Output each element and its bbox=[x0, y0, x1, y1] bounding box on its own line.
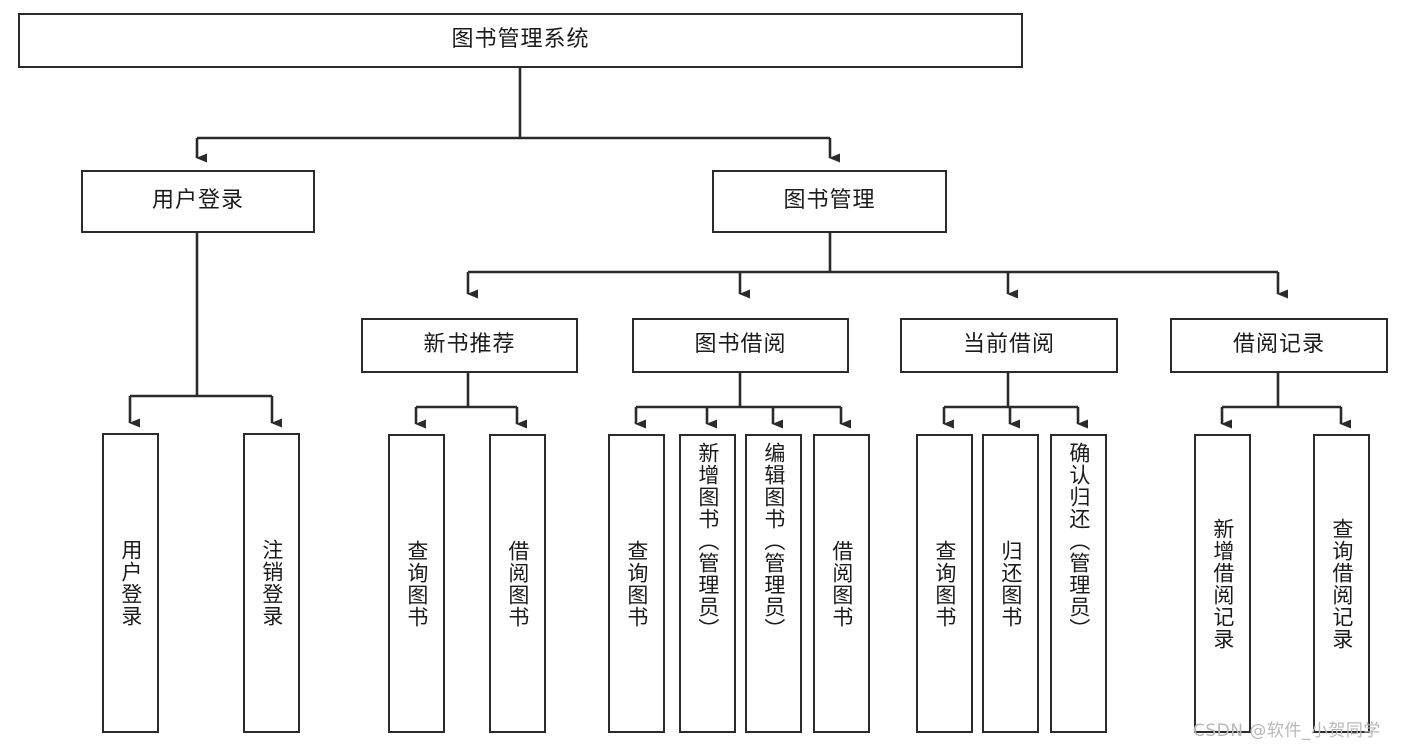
node-borrow-record[interactable]: 借阅记录 bbox=[1170, 318, 1388, 373]
leaf-borrow-edit-book-admin[interactable]: 编辑图书（管理员） bbox=[745, 434, 802, 733]
node-root-book-management-system[interactable]: 图书管理系统 bbox=[18, 13, 1023, 68]
node-user-login[interactable]: 用户登录 bbox=[81, 170, 315, 233]
leaf-current-query-books[interactable]: 查询图书 bbox=[916, 434, 973, 733]
leaf-current-return-books[interactable]: 归还图书 bbox=[982, 434, 1039, 733]
leaf-borrow-query-books[interactable]: 查询图书 bbox=[608, 434, 665, 733]
node-label: 借阅记录 bbox=[1232, 332, 1325, 358]
leaf-record-query-borrow-record[interactable]: 查询借阅记录 bbox=[1313, 434, 1370, 733]
node-label: 确认归还（管理员） bbox=[1066, 442, 1091, 640]
node-label: 查询图书 bbox=[404, 539, 429, 628]
node-label: 借阅图书 bbox=[829, 539, 854, 628]
leaf-user-login-login[interactable]: 用户登录 bbox=[102, 433, 159, 733]
node-label: 图书借阅 bbox=[694, 332, 787, 358]
node-new-book-recommend[interactable]: 新书推荐 bbox=[361, 318, 578, 373]
node-label: 归还图书 bbox=[998, 539, 1023, 628]
node-label: 图书管理 bbox=[783, 188, 876, 214]
node-label: 新书推荐 bbox=[423, 332, 516, 358]
node-label: 查询图书 bbox=[932, 539, 957, 628]
leaf-borrow-add-book-admin[interactable]: 新增图书（管理员） bbox=[679, 434, 736, 733]
node-label: 新增借阅记录 bbox=[1210, 517, 1235, 650]
node-book-borrow[interactable]: 图书借阅 bbox=[632, 318, 849, 373]
node-label: 用户登录 bbox=[151, 188, 244, 214]
node-label: 查询借阅记录 bbox=[1329, 517, 1354, 650]
csdn-watermark: CSDN @软件_小贺同学 bbox=[1193, 721, 1381, 741]
node-current-borrow[interactable]: 当前借阅 bbox=[900, 318, 1118, 373]
node-label: 用户登录 bbox=[118, 539, 143, 627]
node-label: 查询图书 bbox=[624, 539, 649, 628]
leaf-current-confirm-return-admin[interactable]: 确认归还（管理员） bbox=[1050, 434, 1107, 733]
leaf-new-book-query-books[interactable]: 查询图书 bbox=[388, 434, 445, 733]
leaf-new-book-borrow-books[interactable]: 借阅图书 bbox=[489, 434, 546, 733]
leaf-user-login-logout[interactable]: 注销登录 bbox=[243, 433, 300, 733]
node-label: 当前借阅 bbox=[962, 332, 1055, 358]
node-label: 借阅图书 bbox=[505, 539, 530, 628]
leaf-borrow-borrow-books[interactable]: 借阅图书 bbox=[813, 434, 870, 733]
node-label: 注销登录 bbox=[259, 539, 284, 627]
node-label: 图书管理系统 bbox=[451, 27, 590, 53]
node-book-management[interactable]: 图书管理 bbox=[712, 170, 947, 233]
node-label: 新增图书（管理员） bbox=[695, 442, 720, 640]
node-label: 编辑图书（管理员） bbox=[761, 442, 786, 640]
leaf-record-add-borrow-record[interactable]: 新增借阅记录 bbox=[1194, 434, 1251, 733]
